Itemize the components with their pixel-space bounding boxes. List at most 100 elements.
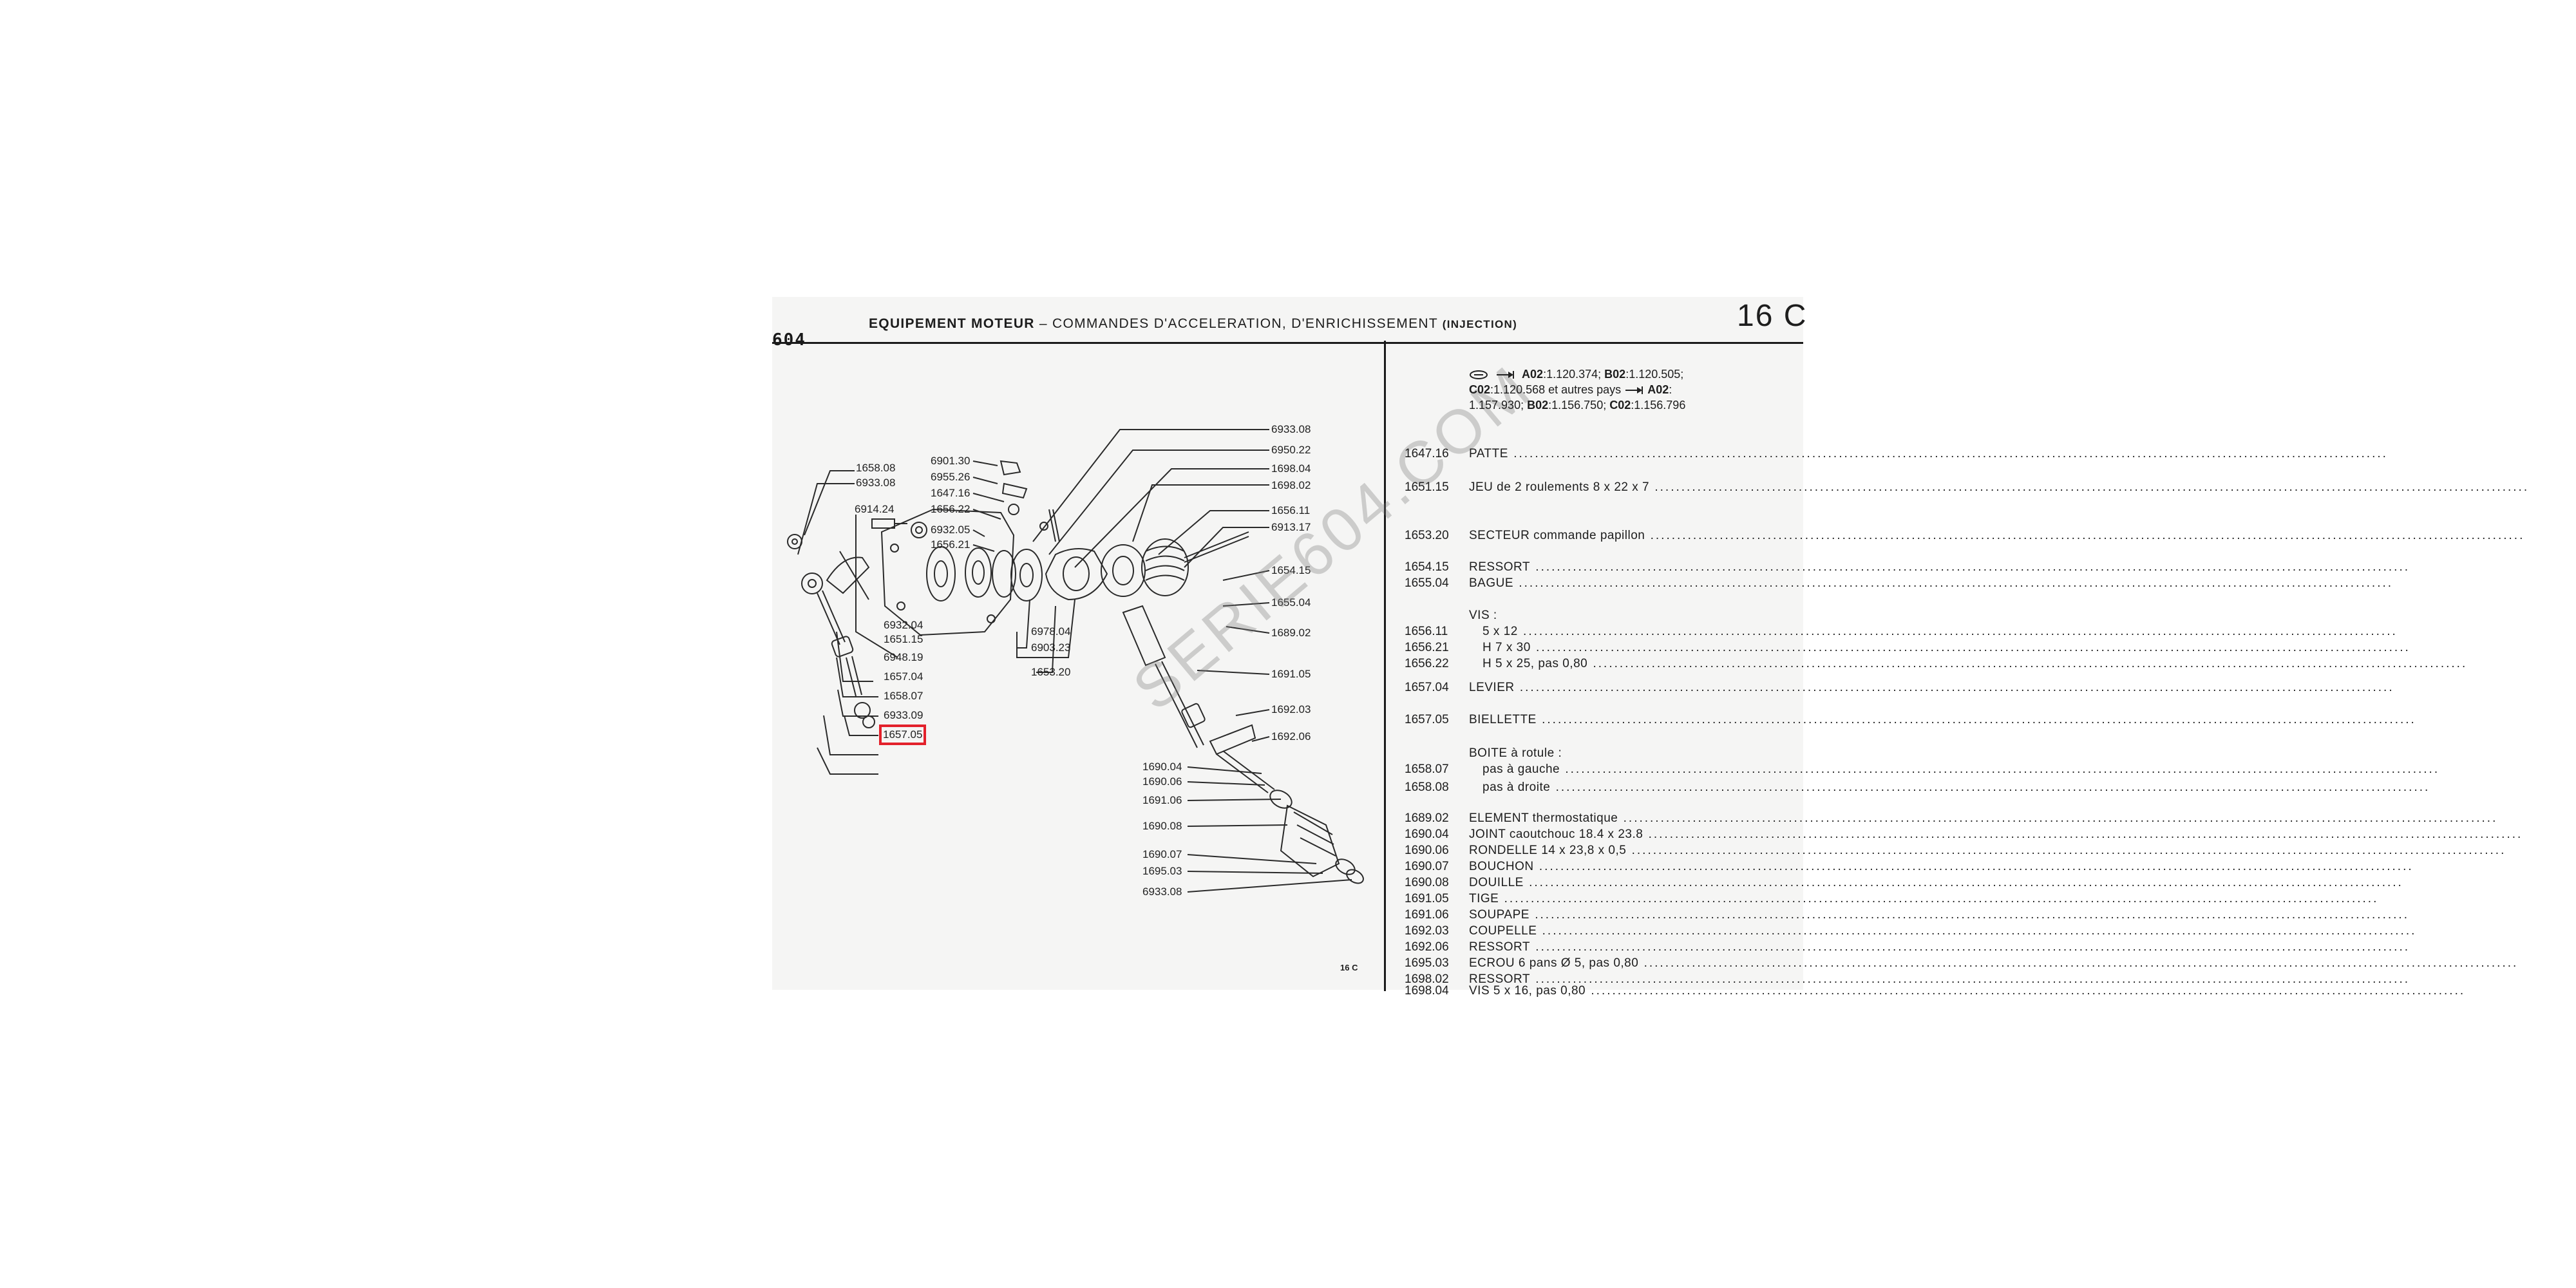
diagram-label[interactable]: 1698.02 [1271,479,1311,491]
part-row[interactable]: 1658.08 pas à droite [772,780,1803,795]
diagram-label[interactable]: 1654.15 [1271,564,1311,576]
diagram-label[interactable]: 6978.04 [1031,625,1071,638]
part-desc: pas à droite [1482,780,1803,795]
diagram-label[interactable]: 1695.03 [1142,865,1182,877]
diagram-label[interactable]: 6901.30 [931,455,971,467]
part-desc: PATTE [1469,446,1803,462]
leader-line [972,477,998,484]
diagram-label[interactable]: 1691.06 [1142,794,1182,806]
diagram-label[interactable]: 1651.15 [884,633,923,645]
diagram-label[interactable]: 6948.19 [884,651,923,663]
diagram-label[interactable]: 6933.08 [856,477,896,489]
serial-number: :1.120.505; [1625,368,1684,381]
serial-number: :1.156.796 [1631,399,1686,412]
leader-line [1016,599,1075,658]
diagram-label[interactable]: 6932.04 [884,619,923,631]
part-desc: RONDELLE 14 x 23,8 x 0,5 [1469,843,1803,858]
diagram-label[interactable]: 1690.08 [1142,820,1182,832]
diagram-label[interactable]: 6903.23 [1031,641,1071,654]
diagram-label[interactable]: 1656.21 [931,538,971,551]
leader-line [972,529,985,537]
part-desc: ELEMENT thermostatique [1469,811,1803,826]
part-ref: 1653.20 [1405,529,1449,542]
part-ref: 1657.05 [1405,713,1449,726]
diagram-label[interactable]: 1656.11 [1271,504,1311,516]
diagram-label[interactable]: 1692.03 [1271,703,1311,715]
diagram-label[interactable]: 1698.04 [1271,462,1311,475]
diagram-label[interactable]: 1647.16 [931,487,971,499]
leader-line [844,715,878,736]
part-ref: 1656.21 [1405,641,1449,654]
diagram-label[interactable]: 1656.22 [931,503,971,515]
part-desc: TIGE [1469,891,1803,907]
diagram-label[interactable]: 6955.26 [931,471,971,483]
part-desc: pas à gauche [1482,762,1803,777]
part-ref: 1692.03 [1405,924,1449,938]
part-row[interactable]: 1690.06 RONDELLE 14 x 23,8 x 0,5 [772,843,1803,858]
diagram-label[interactable]: 6933.08 [1142,886,1182,898]
part-ref: 1658.08 [1405,781,1449,794]
applicability-line-3: 1.157.930; B02:1.156.750; C02:1.156.796 [1469,397,1685,413]
diagram-label[interactable]: 1658.07 [884,690,923,702]
part-ref: 1657.04 [1405,681,1449,694]
diagram-label[interactable]: 6932.05 [931,524,971,536]
diagram-label[interactable]: 1691.05 [1271,668,1311,680]
part-desc: BOUCHON [1469,859,1803,875]
diagram-label[interactable]: 1690.04 [1142,761,1182,773]
diagram-label[interactable]: 1689.02 [1271,627,1311,639]
diagram-label-highlighted[interactable]: 1657.05 [878,724,927,745]
diagram-label[interactable]: 1655.04 [1271,596,1311,609]
column-divider [1384,341,1386,991]
diagram-label[interactable]: 1653.20 [1031,666,1071,678]
leader-line [1222,570,1270,581]
leader-line [972,460,998,466]
part-desc: BOITE à rotule : [1469,746,1562,760]
diagram-label[interactable]: 6933.08 [1271,423,1311,435]
leader-line [1036,605,1056,673]
diagram-label[interactable]: 1658.08 [856,462,896,474]
diagram-label[interactable]: 6913.17 [1271,521,1311,533]
leader-line [1251,736,1270,742]
part-desc: VIS 5 x 16, pas 0,80 [1469,983,1803,999]
serial-code: A02 [1522,368,1544,381]
title-suffix: (INJECTION) [1442,318,1518,330]
part-desc: RESSORT [1469,940,1803,955]
diagram-label[interactable]: 6933.09 [884,709,923,721]
leader-line [1032,429,1269,542]
leader-line [1184,527,1269,568]
diagram-label[interactable]: 1692.06 [1271,730,1311,743]
diagram-label[interactable]: 1657.04 [884,670,923,683]
diagram-label[interactable]: 1690.07 [1142,848,1182,860]
leader-line [1187,871,1323,874]
page-code: 16 C [1737,299,1808,333]
diagram-label[interactable]: 1690.06 [1142,775,1182,788]
leader-line [1187,766,1262,774]
part-row[interactable]: 1653.20 SECTEUR commande papillon [772,528,1803,544]
diagram-label[interactable]: 6950.22 [1271,444,1311,456]
leader-line [1226,626,1270,634]
diagram-label[interactable]: 6914.24 [855,503,895,515]
part-desc: SECTEUR commande papillon [1469,528,1803,544]
part-ref: 1690.06 [1405,844,1449,857]
